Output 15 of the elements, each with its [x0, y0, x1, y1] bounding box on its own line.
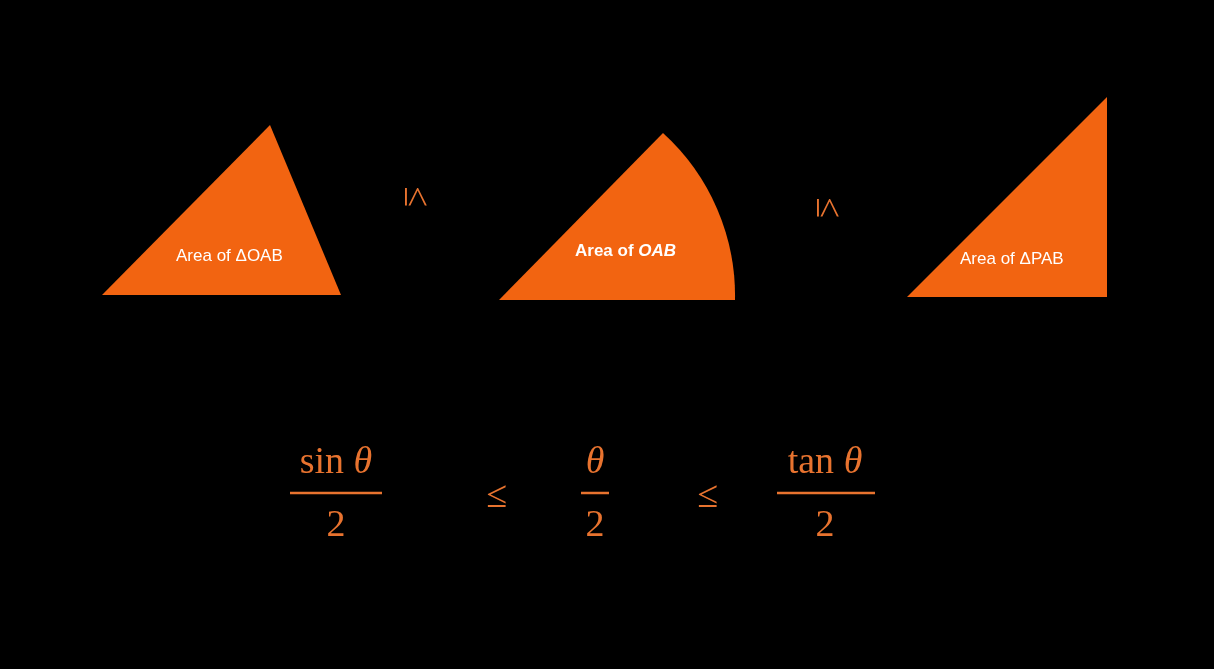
inequality-sign: ≤	[811, 197, 849, 219]
numerator: sin θ	[299, 441, 373, 479]
inequality-sign: ≤	[399, 186, 437, 208]
denominator: 2	[585, 504, 605, 542]
numerator: θ	[585, 441, 605, 479]
sector-shape	[497, 131, 738, 302]
area-label: Area of ΔPAB	[960, 249, 1064, 269]
inequality-sign: ≤	[486, 475, 508, 513]
inequality-sign: ≤	[697, 475, 719, 513]
area-label: Area of ΔOAB	[176, 246, 283, 266]
denominator: 2	[326, 504, 346, 542]
denominator: 2	[815, 504, 835, 542]
numerator: tan θ	[787, 441, 863, 479]
area-label: Area of OAB	[575, 241, 677, 261]
triangle-shape	[905, 95, 1110, 300]
